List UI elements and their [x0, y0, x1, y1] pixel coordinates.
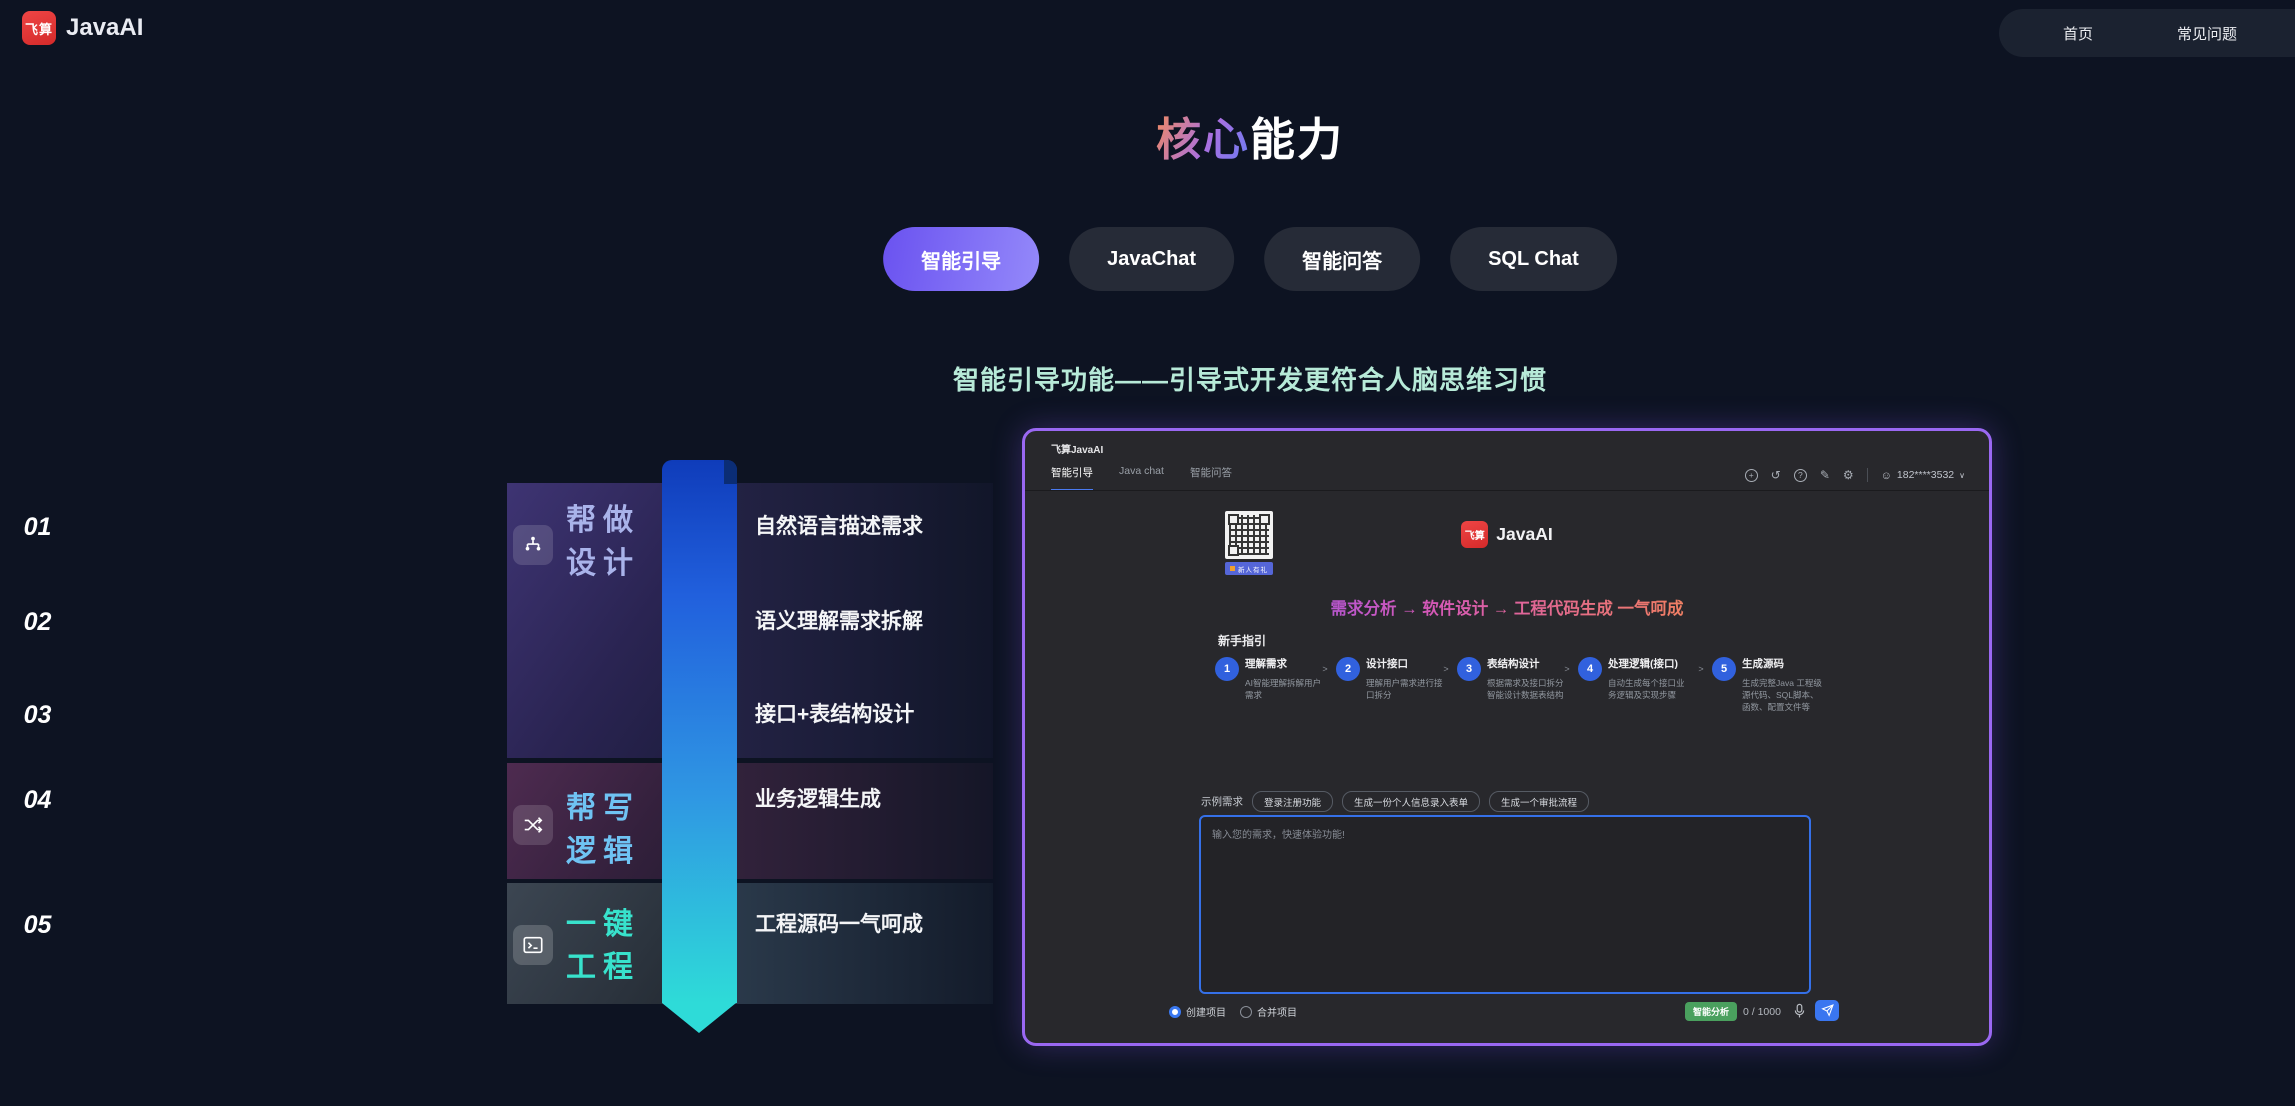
example-requests: 示例需求 登录注册功能 生成一份个人信息录入表单 生成一个审批流程 [1201, 791, 1590, 812]
step-number: 03 [23, 701, 52, 729]
row-strip-project [733, 883, 993, 1004]
plus-circle-icon [1744, 468, 1758, 482]
step-arrow: > [1698, 664, 1704, 674]
app-window-title: 飞算JavaAI [1051, 445, 1104, 456]
app-logo-text: JavaAI [1496, 524, 1553, 544]
app-tab-java-chat: Java chat [1119, 465, 1164, 477]
mic-icon [1794, 1003, 1805, 1024]
app-toolbar: 182****3532 [1744, 467, 1965, 483]
feisuan-logo-icon: 飞算 [1461, 521, 1489, 548]
app-tab-smart-qa: 智能问答 [1189, 467, 1232, 479]
timeline-ribbon [662, 460, 737, 1003]
step-number: 02 [23, 608, 52, 636]
guide-step-1: 1 理解需求 AI智能理解拆解用户需求 [1215, 657, 1321, 701]
settings-gear-icon [1843, 468, 1854, 482]
flow-tagline: 需求分析 → 软件设计 → 工程代码生成 一气呵成 [1025, 595, 1989, 619]
feisuan-logo-icon: 飞算 [22, 11, 56, 45]
paper-plane-icon [1820, 1004, 1834, 1017]
ribbon-arrow [662, 1003, 736, 1033]
top-nav: 首页 常见问题 [1998, 9, 2295, 57]
nav-faq[interactable]: 常见问题 [2176, 25, 2237, 43]
category-label-design: 帮做 设计 [566, 504, 640, 580]
tab-sql-chat[interactable]: SQL Chat [1450, 227, 1617, 291]
gift-dot-icon [1230, 566, 1235, 571]
chevron-down-icon [1959, 467, 1965, 483]
account-phone: 182****3532 [1896, 469, 1955, 481]
radio-create-project: 创建项目 [1169, 1004, 1226, 1019]
radio-selected-icon [1169, 1005, 1181, 1018]
app-window-screenshot: 飞算JavaAI 智能引导 Java chat 智能问答 182****3532 [1022, 428, 1992, 1046]
section-subtitle: 智能引导功能——引导式开发更符合人脑思维习惯 [952, 365, 1548, 395]
edit-icon [1820, 468, 1830, 482]
guide-step-2: 2 设计接口 理解用户需求进行接口拆分 [1336, 657, 1443, 701]
sitemap-icon [513, 525, 553, 565]
user-avatar-icon [1881, 468, 1892, 483]
account-menu: 182****3532 [1881, 467, 1965, 483]
nav-home[interactable]: 首页 [2062, 25, 2093, 43]
category-label-logic: 帮写 逻辑 [566, 792, 640, 868]
tab-smart-guide[interactable]: 智能引导 [883, 227, 1040, 291]
example-pill-login: 登录注册功能 [1252, 791, 1334, 812]
site-logo-text: JavaAI [66, 14, 144, 41]
char-counter: 0 / 1000 [1743, 1006, 1781, 1018]
step-circle: 2 [1336, 657, 1360, 681]
step-circle: 5 [1712, 657, 1736, 681]
row-strip-logic [733, 763, 993, 879]
step-arrow: > [1443, 664, 1449, 674]
app-tabs: 智能引导 Java chat 智能问答 [1051, 465, 1232, 491]
page-title-accent: 核心 [1155, 114, 1250, 165]
step-arrow: > [1322, 664, 1328, 674]
send-button [1815, 1000, 1839, 1021]
timeline-row: 自然语言描述需求 [755, 515, 923, 538]
project-mode-radios: 创建项目 合并项目 [1169, 1004, 1297, 1019]
timeline-row: 语义理解需求拆解 [755, 610, 923, 633]
timeline-row: 接口+表结构设计 [755, 703, 915, 726]
radio-unselected-icon [1240, 1005, 1252, 1018]
tabbar-divider [1025, 490, 1989, 491]
history-icon [1771, 468, 1781, 482]
ribbon-fold [724, 460, 737, 484]
step-circle: 1 [1215, 657, 1239, 681]
step-number: 01 [23, 513, 52, 541]
shuffle-icon [513, 805, 553, 845]
guide-title: 新手指引 [1218, 634, 1267, 648]
example-pill-form: 生成一份个人信息录入表单 [1342, 791, 1481, 812]
radio-merge-project: 合并项目 [1240, 1004, 1297, 1019]
app-tab-smart-guide: 智能引导 [1051, 465, 1093, 491]
qr-caption-badge: 新人有礼 [1225, 562, 1273, 575]
tab-javachat[interactable]: JavaChat [1069, 227, 1235, 291]
guide-step-4: 4 处理逻辑(接口) 自动生成每个接口业务逻辑及实现步骤 [1578, 657, 1690, 701]
timeline-row: 业务逻辑生成 [755, 788, 881, 811]
terminal-icon [513, 925, 553, 965]
help-circle-icon [1793, 468, 1807, 482]
toolbar-divider [1866, 468, 1868, 482]
site-logo: 飞算 JavaAI [22, 11, 143, 45]
row-strip-design [733, 483, 993, 758]
qr-code [1225, 511, 1273, 559]
page-title: 核心能力 [1156, 103, 1344, 168]
analyze-button: 智能分析 [1685, 1002, 1738, 1021]
step-number: 04 [23, 786, 52, 814]
tab-smart-qa[interactable]: 智能问答 [1264, 227, 1421, 291]
capability-tabs: 智能引导 JavaChat 智能问答 SQL Chat [883, 227, 1617, 291]
step-circle: 3 [1457, 657, 1481, 681]
guide-step-5: 5 生成源码 生成完整Java 工程级源代码、SQL脚本、函数、配置文件等 [1712, 657, 1822, 713]
requirement-input: 输入您的需求，快速体验功能! [1199, 815, 1811, 994]
examples-label: 示例需求 [1201, 796, 1243, 808]
guide-step-3: 3 表结构设计 根据需求及接口拆分智能设计数据表结构 [1457, 657, 1564, 701]
example-pill-approval: 生成一个审批流程 [1489, 791, 1590, 812]
page-title-rest: 能力 [1250, 114, 1345, 165]
step-arrow: > [1564, 664, 1570, 674]
step-number: 05 [23, 911, 52, 939]
category-label-project: 一键 工程 [566, 908, 640, 984]
timeline-row: 工程源码一气呵成 [755, 913, 923, 936]
step-circle: 4 [1578, 657, 1602, 681]
app-logo: 飞算 JavaAI [1025, 521, 1989, 548]
guide-steps: 1 理解需求 AI智能理解拆解用户需求 > 2 设计接口 理解用户需求进行接口拆… [1215, 657, 1825, 713]
